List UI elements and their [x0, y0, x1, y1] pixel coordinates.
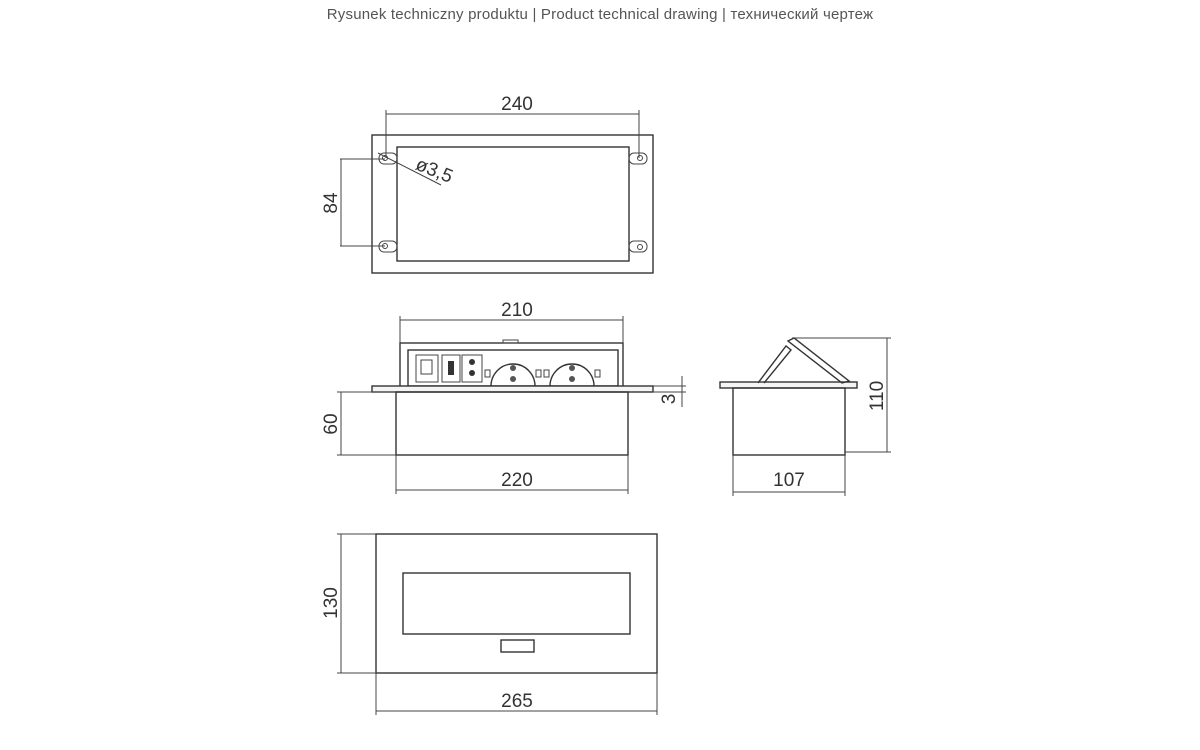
- body: [395, 391, 629, 456]
- top-cutout: [396, 146, 630, 262]
- dim-107: 107: [773, 470, 805, 491]
- usb-module: [441, 354, 461, 383]
- dim-110: 110: [867, 381, 888, 411]
- dim-3: 3: [659, 394, 680, 405]
- top-frame: [371, 134, 654, 274]
- bottom-view: 130 265: [321, 533, 658, 715]
- bottom-panel: [402, 572, 631, 635]
- audio-module: [461, 354, 483, 383]
- lid-support: [757, 345, 792, 384]
- dim-220: 220: [501, 470, 533, 491]
- dim-hole-diameter: ø3,5: [412, 154, 455, 188]
- power-socket: [484, 363, 542, 387]
- dim-240: 240: [501, 94, 533, 115]
- dim-265: 265: [501, 691, 533, 712]
- flange: [371, 385, 654, 393]
- dim-210: 210: [501, 300, 533, 321]
- front-view: 210 60 220 3: [321, 300, 686, 494]
- lid-handle: [500, 639, 535, 653]
- top-view: 240 84 ø3,5: [321, 94, 654, 274]
- side-view: 110 107: [719, 337, 891, 496]
- dim-60: 60: [321, 413, 342, 434]
- bottom-frame: [375, 533, 658, 674]
- dim-130: 130: [321, 587, 342, 619]
- drawing-title: Rysunek techniczny produktu | Product te…: [326, 6, 874, 23]
- switch-module: [415, 354, 439, 383]
- dim-84: 84: [321, 192, 342, 214]
- side-body: [732, 387, 846, 456]
- open-lid: [786, 337, 851, 384]
- power-socket: [543, 363, 601, 387]
- side-flange: [719, 381, 858, 389]
